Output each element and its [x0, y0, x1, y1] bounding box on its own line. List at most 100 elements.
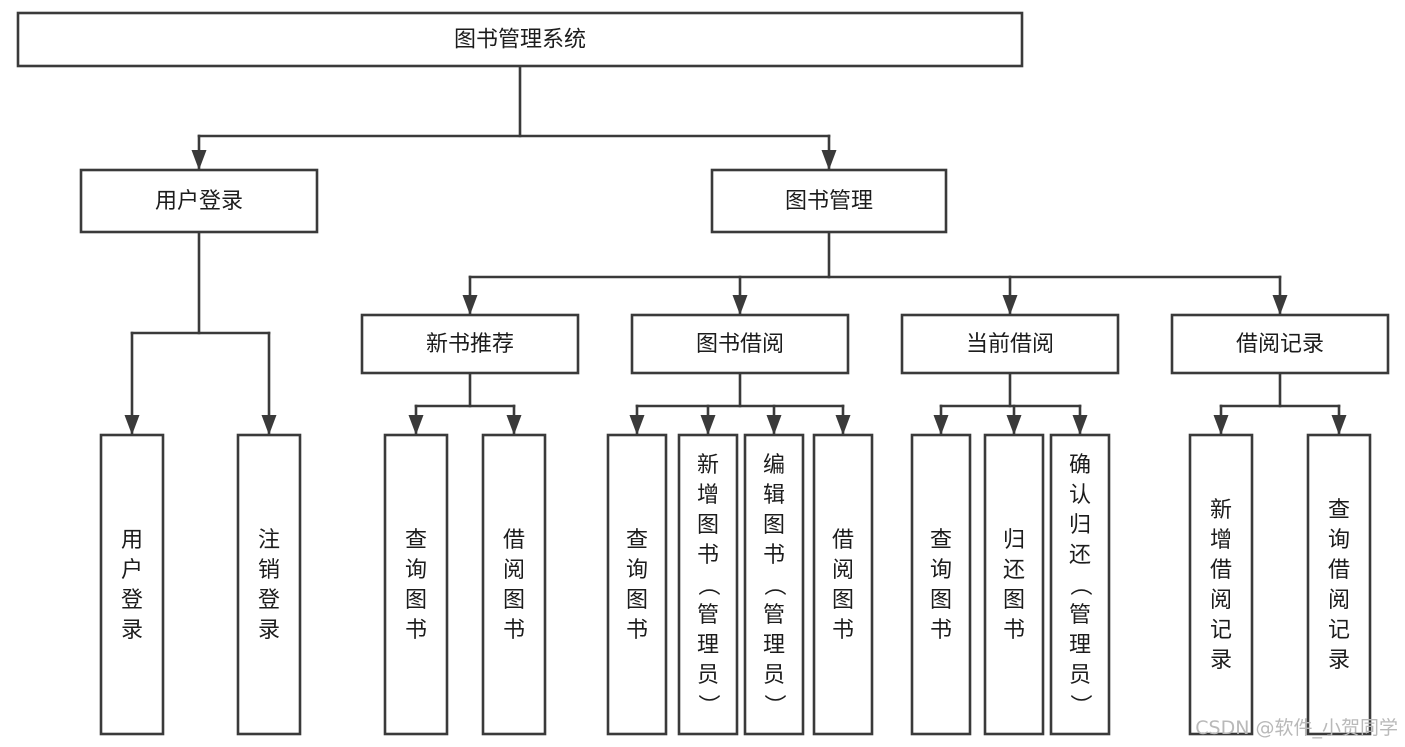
level3-node-借阅记录[interactable]: 借阅记录	[1170, 313, 1390, 375]
leaf-label-char: 询	[626, 558, 648, 583]
level2-node-用户登录-box[interactable]	[79, 168, 319, 234]
leaf-label-char: 书	[832, 618, 854, 643]
leaf-label-char: 理	[697, 633, 719, 658]
arrow-head-icon	[629, 415, 645, 435]
leaf-label-char: 员	[763, 663, 785, 688]
leaf-node-用户登录-0-box[interactable]	[99, 433, 165, 736]
arrow-head-icon	[191, 150, 207, 170]
arrow-head-icon	[1072, 415, 1088, 435]
leaf-node-查询图书-4-box[interactable]	[606, 433, 668, 736]
leaf-label-char: 还	[1069, 543, 1091, 568]
leaf-label-char: 查	[626, 528, 648, 553]
leaf-node-查询借阅记录-12-box[interactable]	[1306, 433, 1372, 736]
leaf-node-注销登录-1-box[interactable]	[236, 433, 302, 736]
connectors-layer	[124, 64, 1347, 437]
leaf-node-新增图书管理员-5-box[interactable]	[677, 433, 739, 736]
level3-node-借阅记录-box[interactable]	[1170, 313, 1390, 375]
leaf-node-借阅图书-7-box[interactable]	[812, 433, 874, 736]
root-node-图书管理系统[interactable]: 图书管理系统	[16, 11, 1024, 68]
connector-group-borrow-to-leaves	[635, 371, 845, 437]
level3-node-当前借阅-box[interactable]	[900, 313, 1120, 375]
leaf-label-char: 书	[763, 543, 785, 568]
leaf-label-char: ）	[695, 694, 720, 716]
leaf-label-char: 阅	[503, 558, 525, 583]
level3-node-借阅记录-label: 借阅记录	[1236, 332, 1324, 357]
level3-node-图书借阅[interactable]: 图书借阅	[630, 313, 850, 375]
leaf-label-char: ）	[1067, 694, 1092, 716]
leaf-label-char: 询	[1328, 528, 1350, 553]
arrow-head-icon	[1331, 415, 1347, 435]
leaf-node-编辑图书管理员-6-box[interactable]	[743, 433, 805, 736]
leaf-label-char: 图	[503, 588, 525, 613]
leaf-node-归还图书-9-box[interactable]	[983, 433, 1045, 736]
leaf-label-char: 编	[763, 453, 785, 478]
leaf-node-查询图书-2-box[interactable]	[383, 433, 449, 736]
arrow-head-icon	[408, 415, 424, 435]
level2-node-图书管理[interactable]: 图书管理	[710, 168, 948, 234]
leaf-label-char: 辑	[763, 483, 785, 508]
root-node-图书管理系统-label: 图书管理系统	[454, 28, 586, 53]
level3-node-新书推荐[interactable]: 新书推荐	[360, 313, 580, 375]
arrow-head-icon	[1272, 295, 1288, 315]
leaf-label-char: 记	[1210, 618, 1232, 643]
leaf-label-char: 录	[1210, 648, 1232, 673]
arrow-head-icon	[1006, 415, 1022, 435]
leaf-label-char: 新	[1210, 498, 1232, 523]
arrow-head-icon	[700, 415, 716, 435]
leaf-label-char: 查	[405, 528, 427, 553]
level2-node-用户登录-label: 用户登录	[155, 189, 243, 214]
leaf-label-char: 员	[1069, 663, 1091, 688]
root-node-图书管理系统-box[interactable]	[16, 11, 1024, 68]
leaf-label-char: 新	[697, 453, 719, 478]
leaf-label-char: 图	[697, 513, 719, 538]
leaf-label-char: 询	[405, 558, 427, 583]
arrow-head-icon	[462, 295, 478, 315]
leaf-node-借阅图书-3-box[interactable]	[481, 433, 547, 736]
leaf-label-char: （	[695, 574, 720, 596]
leaf-node-确认归还管理员-10-box[interactable]	[1049, 433, 1111, 736]
level2-node-用户登录[interactable]: 用户登录	[79, 168, 319, 234]
leaf-node-查询图书-8-box[interactable]	[910, 433, 972, 736]
arrow-head-icon	[1002, 295, 1018, 315]
leaf-label-char: 确	[1069, 453, 1091, 478]
leaf-label-char: 录	[1328, 648, 1350, 673]
connector-group-booksmgmt-to-level3	[468, 230, 1282, 317]
leaf-label-char: 增	[697, 483, 719, 508]
leaf-node-用户登录-0-label: 用户登录	[121, 528, 143, 643]
leaf-label-char: ）	[761, 694, 786, 716]
connector-group-newbook-to-leaves	[414, 371, 516, 437]
leaf-label-char: 管	[763, 603, 785, 628]
leaf-label-char: 销	[258, 558, 280, 583]
level3-node-新书推荐-box[interactable]	[360, 313, 580, 375]
connector-group-current-to-leaves	[939, 371, 1082, 437]
leaf-label-char: 借	[1328, 558, 1350, 583]
leaf-label-char: （	[1067, 574, 1092, 596]
leaf-label-char: 书	[626, 618, 648, 643]
leaf-node-新增借阅记录-11-box[interactable]	[1188, 433, 1254, 736]
arrow-head-icon	[933, 415, 949, 435]
leaf-label-char: 理	[763, 633, 785, 658]
level2-node-图书管理-box[interactable]	[710, 168, 948, 234]
leaf-label-char: 查	[1328, 498, 1350, 523]
csdn-watermark: CSDN @软件_小贺同学	[1195, 717, 1398, 739]
level3-node-图书借阅-box[interactable]	[630, 313, 850, 375]
level3-node-当前借阅[interactable]: 当前借阅	[900, 313, 1120, 375]
leaf-node-用户登录-0[interactable]: 用户登录	[99, 433, 165, 736]
